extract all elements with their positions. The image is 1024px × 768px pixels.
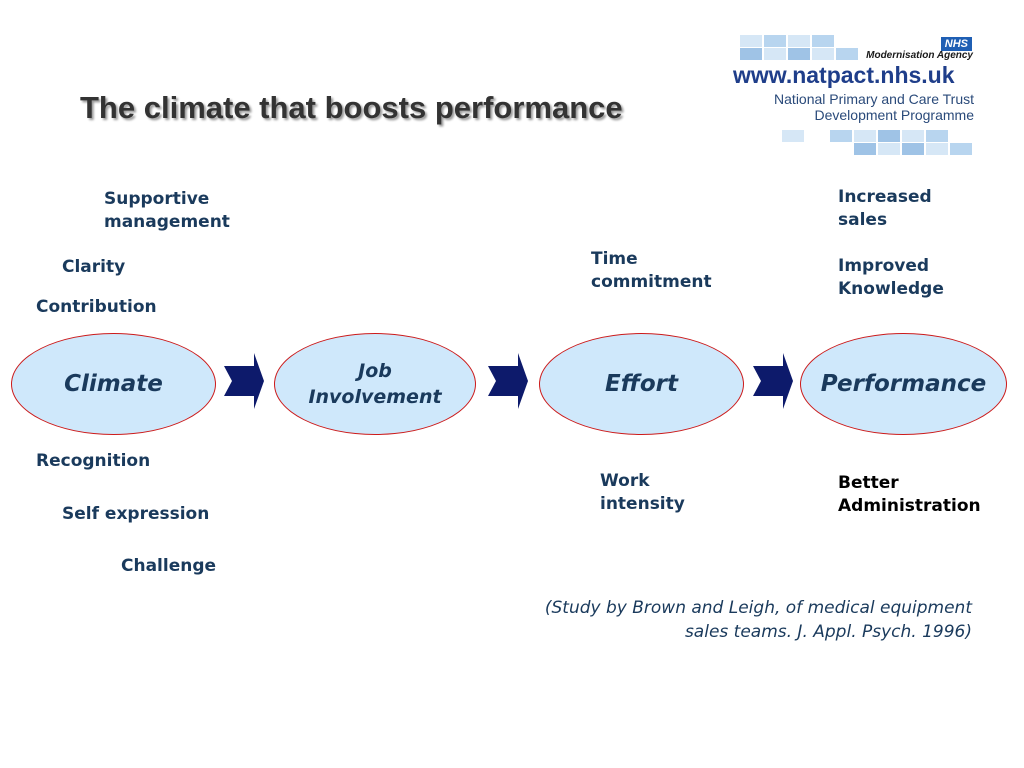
node-job-involvement: Job Involvement	[274, 333, 476, 435]
arrow-climate-to-job	[224, 353, 264, 409]
node-climate-label: Climate	[64, 370, 163, 397]
node-climate: Climate	[11, 333, 216, 435]
factor-challenge: Challenge	[121, 556, 217, 576]
factor-recognition: Recognition	[36, 451, 151, 471]
arrow-job-to-effort	[488, 353, 528, 409]
logo-line-2: Development Programme	[814, 107, 974, 123]
outcome-improved-knowledge: Improved Knowledge	[838, 256, 944, 299]
citation: (Study by Brown and Leigh, of medical eq…	[544, 598, 972, 642]
factor-work-intensity: Work intensity	[600, 471, 685, 514]
modernisation-agency-text: Modernisation Agency	[866, 50, 973, 61]
node-performance-label: Performance	[820, 370, 987, 397]
logo-url: www.natpact.nhs.uk	[733, 62, 955, 88]
factor-clarity: Clarity	[62, 257, 126, 277]
node-effort: Effort	[539, 333, 744, 435]
logo-line-1: National Primary and Care Trust	[774, 91, 974, 107]
node-performance: Performance	[800, 333, 1007, 435]
factor-time-commitment: Time commitment	[591, 249, 712, 292]
outcome-better-administration: Better Administration	[838, 473, 981, 516]
factor-contribution: Contribution	[36, 297, 157, 317]
factor-self-expression: Self expression	[62, 504, 210, 524]
page-title: The climate that boosts performance	[80, 90, 623, 125]
node-effort-label: Effort	[605, 370, 678, 397]
factor-supportive-management: Supportive management	[104, 189, 230, 232]
nhs-badge: NHS	[940, 37, 972, 51]
logo	[730, 30, 980, 160]
outcome-increased-sales: Increased sales	[838, 187, 932, 230]
node-job-involvement-label: Job Involvement	[308, 360, 442, 408]
arrow-effort-to-performance	[753, 353, 793, 409]
